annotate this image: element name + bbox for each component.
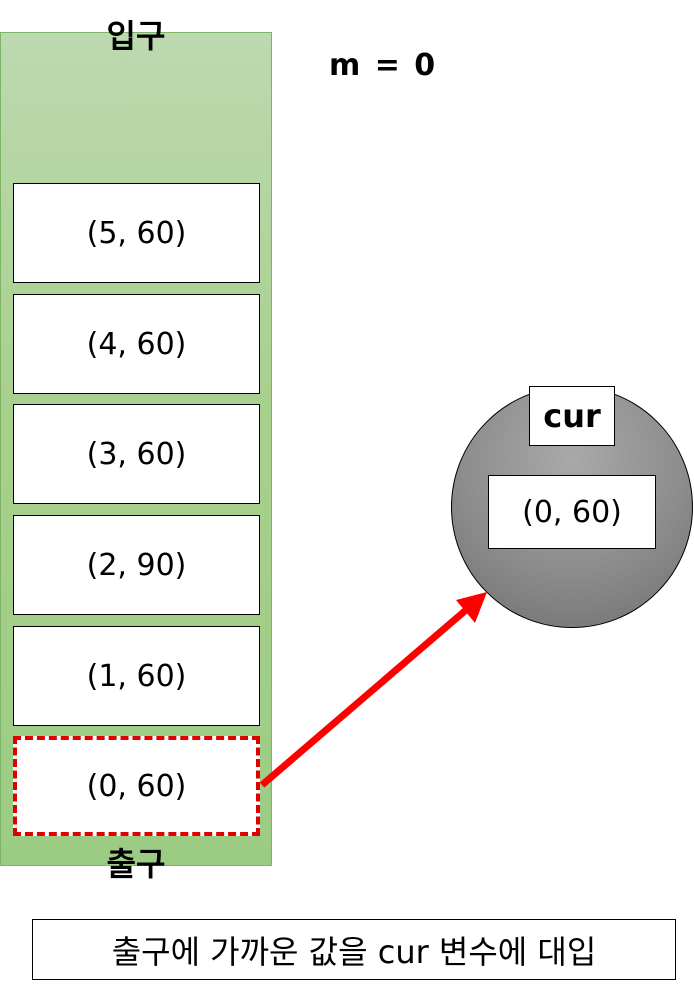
- queue-item: (5, 60): [13, 183, 260, 283]
- queue-item-highlighted: (0, 60): [13, 736, 260, 836]
- queue-item: (3, 60): [13, 404, 260, 504]
- cur-variable-value: (0, 60): [488, 475, 656, 549]
- m-variable-label: m = 0: [329, 48, 438, 83]
- assign-arrow-line: [259, 607, 469, 788]
- caption-box: 출구에 가까운 값을 cur 변수에 대입: [32, 919, 676, 980]
- assign-arrow-head: [456, 592, 487, 623]
- queue-item: (1, 60): [13, 626, 260, 726]
- cur-variable-label: cur: [529, 386, 615, 446]
- queue-item: (4, 60): [13, 294, 260, 394]
- queue-item: (2, 90): [13, 515, 260, 615]
- queue-exit-label: 출구: [106, 845, 166, 883]
- queue-entry-label: 입구: [106, 17, 166, 55]
